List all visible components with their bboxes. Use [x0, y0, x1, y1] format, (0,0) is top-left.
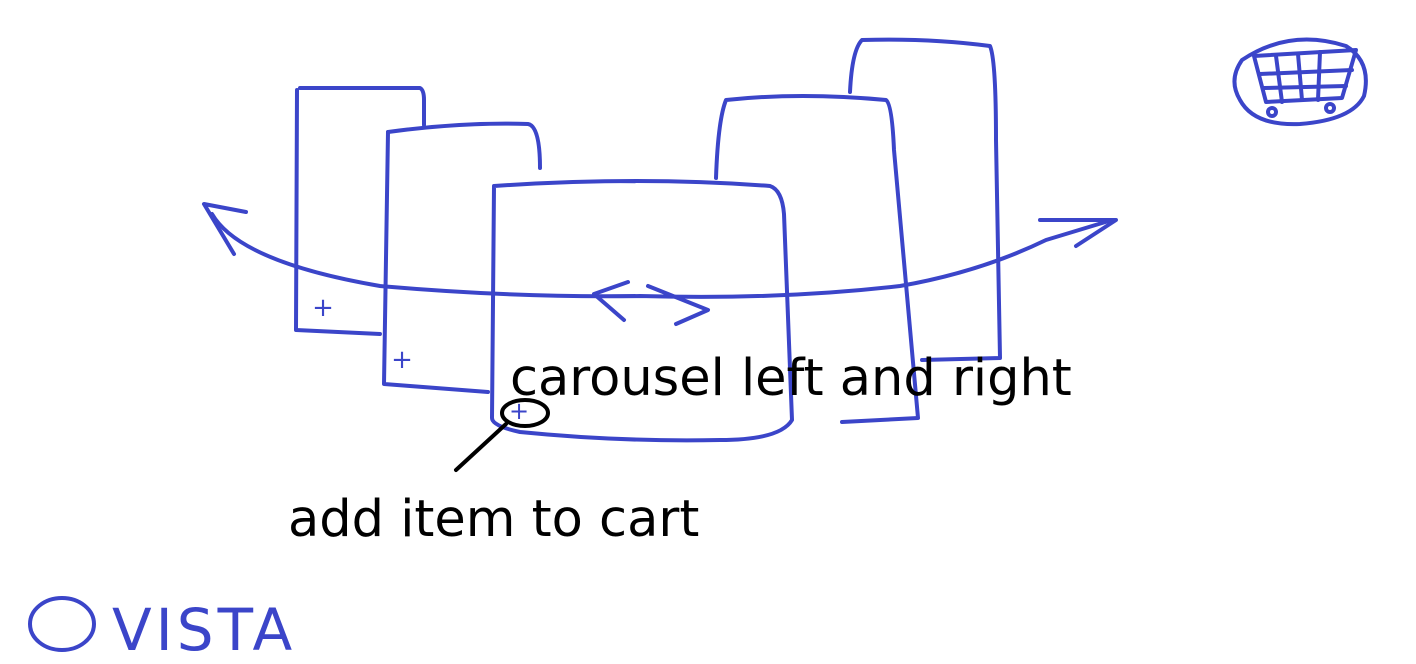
item-card-back-left[interactable] [294, 86, 426, 336]
shopping-cart-icon[interactable] [1232, 37, 1368, 127]
item-card-back-right[interactable] [848, 37, 1002, 362]
carousel-right-arrow[interactable] [1038, 218, 1118, 248]
item-card-mid-left[interactable] [382, 121, 542, 394]
item-card-center[interactable] [490, 179, 794, 443]
carousel-annotation: carousel left and right [510, 349, 1072, 408]
item-card-mid-right[interactable] [714, 94, 920, 424]
brand-handwriting: VISTA [112, 596, 296, 664]
brand-circle-icon [28, 596, 96, 652]
add-to-cart-pointer [454, 398, 550, 472]
carousel-center-swipe-arrows[interactable] [592, 280, 710, 326]
carousel-left-arrow[interactable] [202, 202, 248, 256]
add-to-cart-button-back-left[interactable]: + [312, 293, 334, 323]
add-to-cart-annotation: add item to cart [288, 490, 699, 549]
add-to-cart-button-mid-left[interactable]: + [391, 345, 413, 375]
carousel-track-arc [210, 212, 1114, 299]
add-to-cart-button-center[interactable]: + [509, 397, 529, 425]
